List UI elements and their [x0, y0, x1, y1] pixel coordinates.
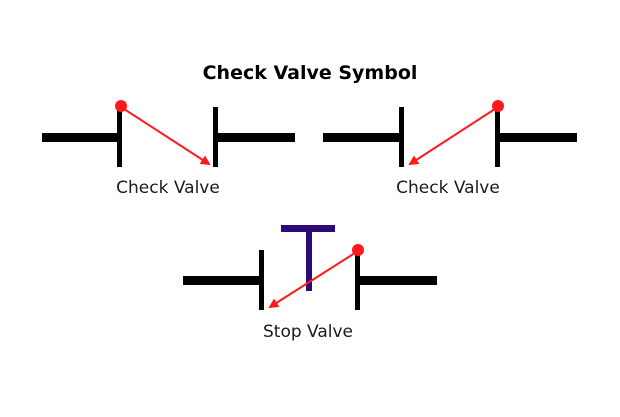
- pivot-dot: [115, 100, 127, 112]
- pivot-dot: [352, 244, 364, 256]
- left-pipe: [323, 133, 403, 142]
- right-pipe: [355, 276, 437, 285]
- caption-check-valve-2: Check Valve: [396, 178, 500, 198]
- stop-valve-symbol: [183, 225, 437, 310]
- left-flange: [117, 107, 122, 167]
- caption-stop-valve: Stop Valve: [262, 322, 354, 342]
- check-valve-symbol-1: [42, 100, 295, 167]
- right-pipe: [495, 133, 577, 142]
- flow-arrow: [408, 106, 499, 166]
- left-flange: [399, 107, 404, 167]
- left-pipe: [42, 133, 121, 142]
- flow-arrow: [268, 250, 359, 309]
- caption-check-valve-1: Check Valve: [116, 178, 220, 198]
- left-flange: [259, 250, 264, 310]
- diagram-title: Check Valve Symbol: [202, 62, 418, 84]
- stem-shaft: [306, 225, 312, 291]
- check-valve-symbol-2: [323, 100, 577, 167]
- pivot-dot: [492, 100, 504, 112]
- left-pipe: [183, 276, 263, 285]
- right-pipe: [213, 133, 295, 142]
- flow-arrow: [120, 106, 211, 166]
